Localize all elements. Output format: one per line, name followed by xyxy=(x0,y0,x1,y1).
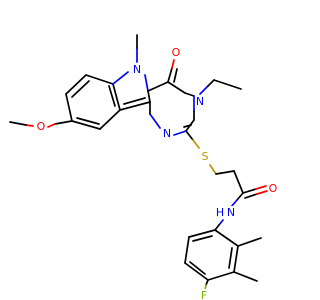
n-ethyl xyxy=(199,79,242,95)
f-fluoro-label: F xyxy=(201,289,207,300)
molecule-structure: N O N N O S O N H F xyxy=(9,34,280,300)
amide-group xyxy=(214,185,268,231)
n-bottom-label: N xyxy=(163,127,171,140)
s-thioether-label: S xyxy=(202,150,209,163)
n-amide-label: N xyxy=(227,206,235,219)
molecule-diagram: N O N N O S O N H F xyxy=(9,34,280,300)
n-ethyl-label: N xyxy=(196,95,204,108)
o-amide-label: O xyxy=(269,182,278,195)
o-carbonyl-label: O xyxy=(172,46,181,59)
aryl-fluoro-bond xyxy=(205,279,209,286)
aryl-fluoro-bond-end xyxy=(204,284,207,291)
thioether-linker xyxy=(185,130,244,194)
aryl-ring xyxy=(184,229,239,281)
n-indole-label: N xyxy=(133,63,141,76)
pyrimidinone-ring xyxy=(147,81,195,136)
pyrrole-ring xyxy=(112,71,151,111)
aryl-methyl-bond xyxy=(237,237,262,247)
aryl-methyl-bond-2 xyxy=(233,271,258,282)
carbonyl-top xyxy=(167,59,178,83)
benzo-ring xyxy=(65,74,121,130)
methoxy-group xyxy=(9,120,73,128)
o-methoxy-label: O xyxy=(37,120,46,133)
h-amide-label: H xyxy=(216,206,224,219)
